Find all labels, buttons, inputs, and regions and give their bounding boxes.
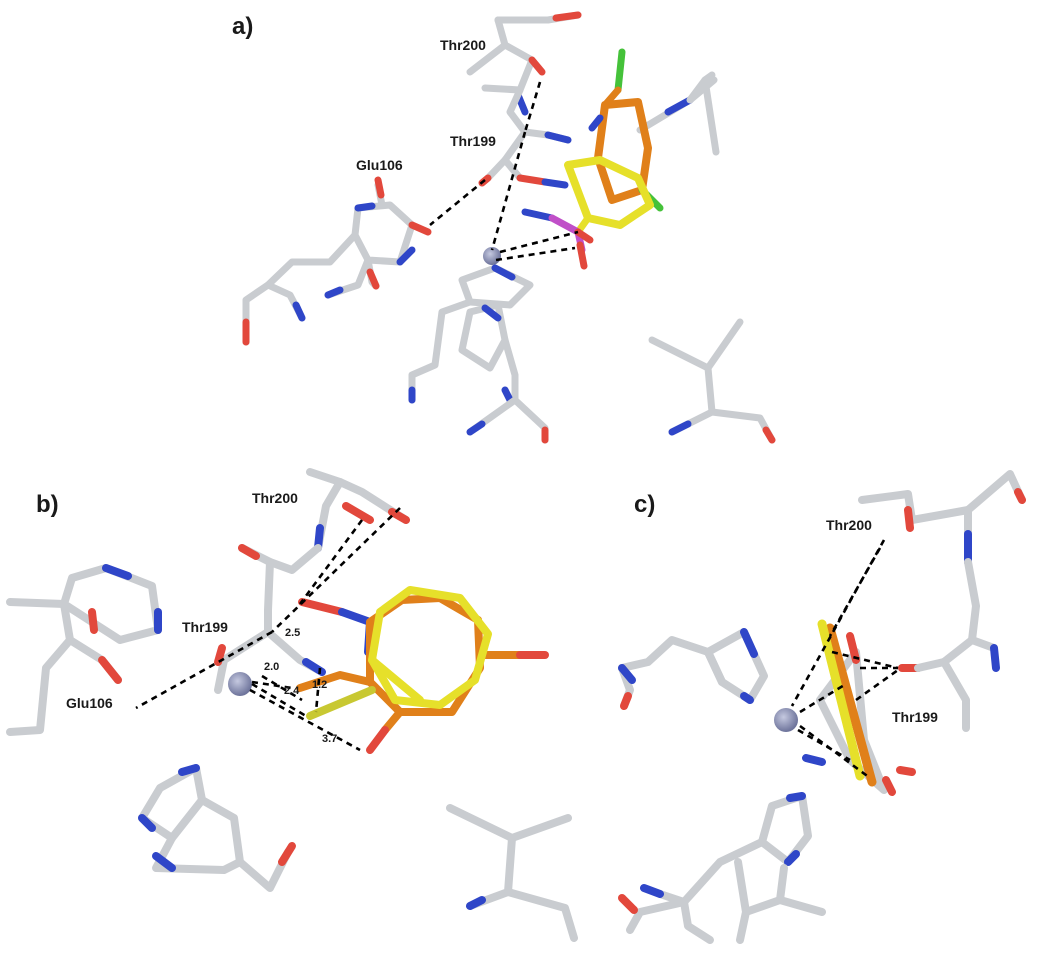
panel-b-distance-label: 2.0 bbox=[264, 661, 279, 673]
panel-c-label-thr199: Thr199 bbox=[892, 709, 938, 725]
panel-b-histidine-residue bbox=[138, 764, 296, 892]
panel-b: b) bbox=[6, 468, 578, 942]
panel-a-thr200-residue bbox=[466, 11, 582, 136]
panel-c-histidine-lower bbox=[618, 792, 812, 944]
panel-a-thr199-residue bbox=[478, 71, 720, 189]
panel-c-thr200-thr199-residues bbox=[858, 470, 1026, 732]
panel-a-label-thr199: Thr199 bbox=[450, 133, 496, 149]
panel-c-histidine-upper bbox=[618, 628, 768, 710]
panel-c-valine-residue bbox=[734, 858, 826, 944]
panel-b-yellow-ligand bbox=[306, 586, 492, 720]
panel-b-thr199-thr200-residues bbox=[214, 468, 410, 694]
panel-c-label: c) bbox=[634, 491, 655, 518]
panel-b-label-thr199: Thr199 bbox=[182, 619, 228, 635]
panel-c-ligands bbox=[802, 619, 916, 796]
panel-a-label-thr200: Thr200 bbox=[440, 37, 486, 53]
panel-a-orange-ligand bbox=[588, 48, 664, 212]
panel-a-label: a) bbox=[232, 13, 253, 40]
panel-c-zinc-ion bbox=[774, 708, 798, 732]
panel-a-glu106-residue bbox=[242, 176, 432, 346]
panel-b-valine-residue bbox=[446, 804, 578, 942]
panel-a-hydrogen-bonds bbox=[429, 81, 579, 262]
panel-c: c) bbox=[618, 470, 1026, 944]
panel-b-distance-label: 3.7 bbox=[322, 733, 337, 745]
panel-b-label: b) bbox=[36, 491, 59, 518]
panel-a-valine-residue bbox=[648, 318, 776, 444]
panel-b-distance-label: 2.5 bbox=[285, 627, 300, 639]
panel-a-histidine-residues bbox=[408, 264, 549, 444]
panel-b-distance-label: 1.2 bbox=[312, 679, 327, 691]
panel-b-label-thr200: Thr200 bbox=[252, 490, 298, 506]
panel-a: a) bbox=[232, 11, 776, 444]
panel-a-sulfonamide-group bbox=[521, 208, 594, 270]
panel-a-label-glu106: Glu106 bbox=[356, 157, 403, 173]
panel-b-hydrogen-bonds bbox=[135, 507, 401, 752]
panel-b-label-glu106: Glu106 bbox=[66, 695, 113, 711]
panel-c-hydrogen-bonds bbox=[790, 539, 899, 780]
panel-b-orange-ligand bbox=[296, 594, 549, 754]
panel-b-distance-label: 2.4 bbox=[284, 685, 300, 697]
panel-b-glu106-residue bbox=[6, 564, 162, 736]
panel-b-zinc-ion bbox=[228, 672, 252, 696]
panel-c-label-thr200: Thr200 bbox=[826, 517, 872, 533]
